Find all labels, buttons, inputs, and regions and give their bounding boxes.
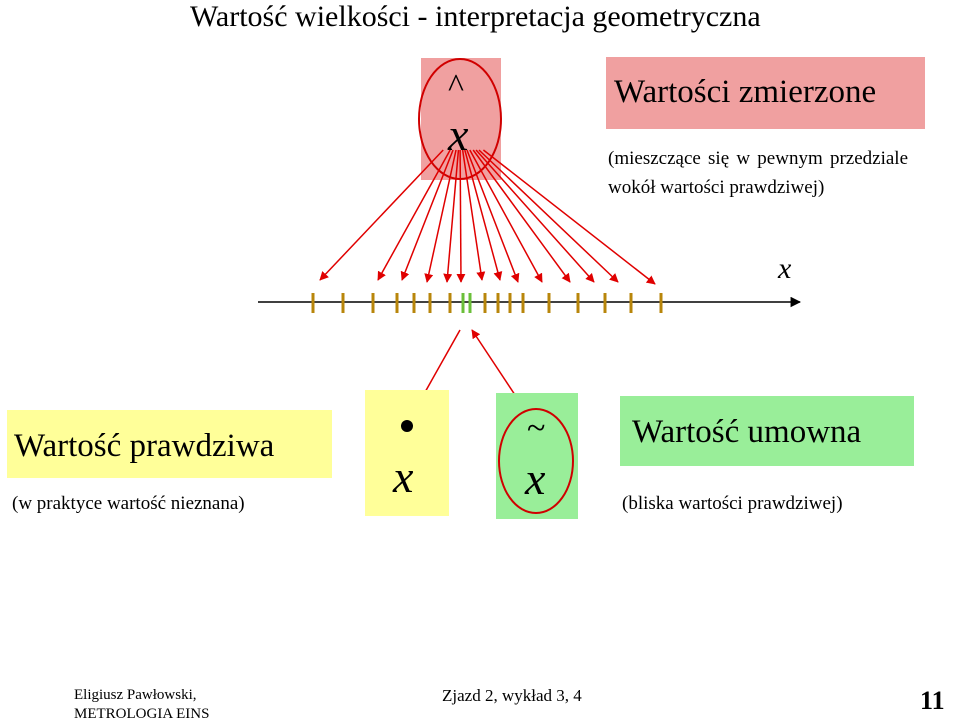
conventional-tilde-symbol: ~ (527, 410, 546, 447)
true-value-title-box (7, 410, 332, 478)
footer-author: Eligiusz Pawłowski, METROLOGIA EINS (74, 686, 209, 724)
conventional-description: (bliska wartości prawdziwej) (622, 493, 843, 514)
measurement-arrow (400, 149, 454, 281)
true-value-symbol-box (365, 390, 449, 516)
measurement-arrow (377, 149, 451, 281)
measurement-arrow (482, 149, 656, 285)
measurement-arrow (475, 149, 595, 283)
measured-title-box (606, 57, 925, 129)
footer-author-name: Eligiusz Pawłowski, (74, 687, 197, 703)
measurement-arrows (319, 149, 656, 285)
measurement-arrow (464, 149, 503, 281)
measurement-arrow (443, 149, 460, 283)
measurement-arrow (469, 149, 543, 283)
footer-course: METROLOGIA EINS (74, 706, 210, 722)
conventional-oval (498, 408, 574, 514)
true-value-title: Wartość prawdziwa (14, 428, 275, 464)
measurement-arrow (466, 149, 520, 283)
measurement-arrow (478, 149, 619, 283)
conventional-x-symbol: x (525, 453, 546, 504)
axis-label: x (778, 252, 792, 285)
measurement-arrow (461, 149, 486, 281)
estimate-hat-symbol: ^ (448, 68, 464, 105)
slide-title: Wartość wielkości - interpretacja geomet… (190, 0, 761, 33)
measurement-ticks (311, 293, 663, 313)
true-value-dot (401, 420, 413, 432)
measurement-arrow (319, 149, 444, 281)
measured-title: Wartości zmierzone (614, 74, 877, 110)
measurement-arrow (424, 149, 457, 283)
true-value-x-symbol: x (393, 451, 414, 502)
measured-description: (mieszczące się w pewnym przedziale wokó… (608, 148, 908, 198)
measurement-arrow (472, 149, 571, 283)
page-number: 11 (920, 686, 945, 715)
footer-session: Zjazd 2, wykład 3, 4 (442, 686, 582, 705)
estimate-x-symbol: x (448, 109, 469, 160)
conventional-title: Wartość umowna (632, 414, 862, 450)
measurement-arrow (456, 149, 466, 283)
conventional-title-box (620, 396, 914, 466)
true-value-description: (w praktyce wartość nieznana) (12, 493, 245, 514)
